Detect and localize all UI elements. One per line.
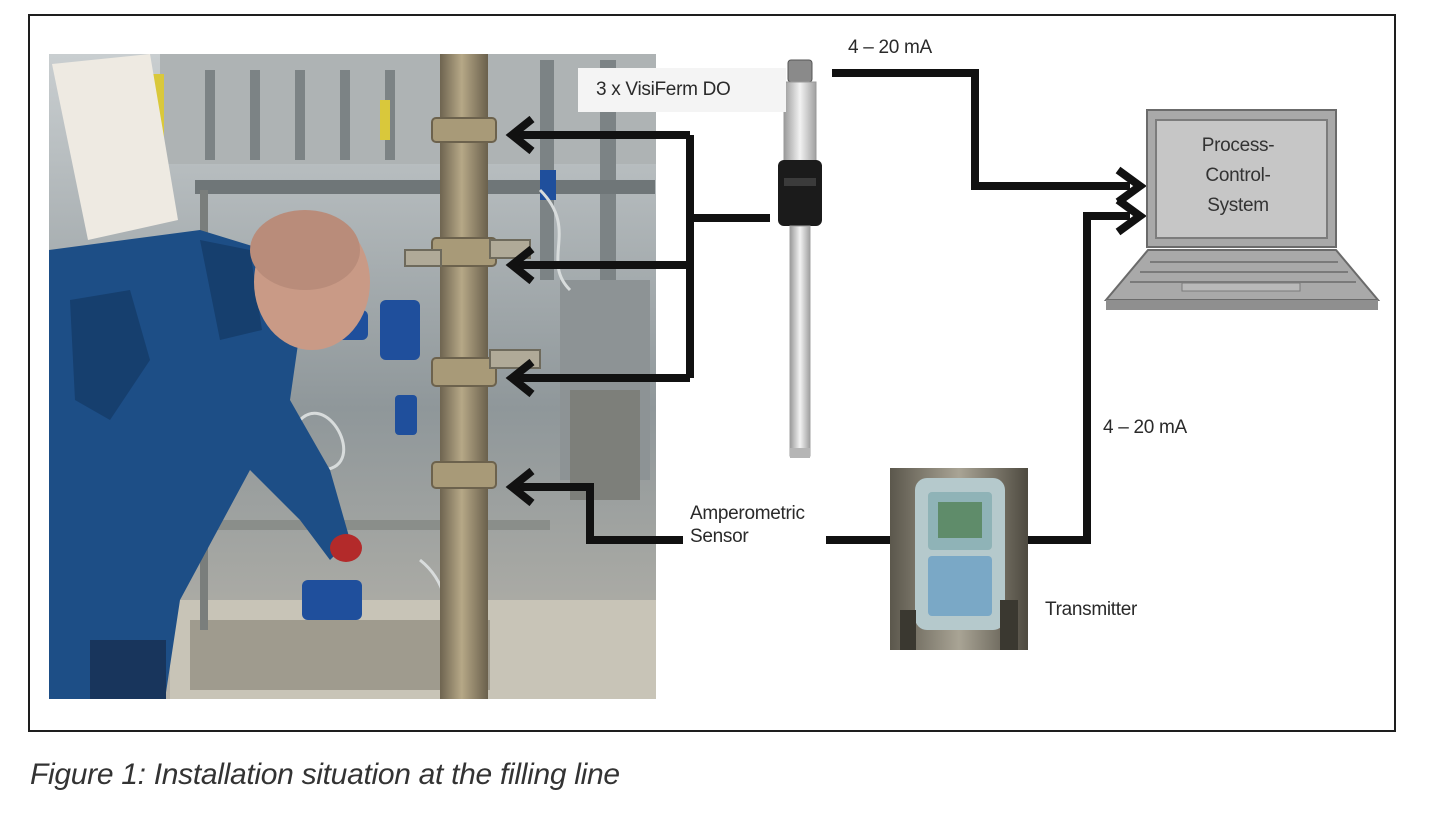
pcs-label-line2: Control- <box>1205 165 1271 186</box>
transmitter-label: Transmitter <box>1045 599 1138 620</box>
arrowhead-sensor-3 <box>505 358 535 398</box>
process-control-system-label: Process- Control- System <box>1158 131 1318 221</box>
amperometric-sensor-label: Amperometric Sensor <box>690 502 805 548</box>
arrowhead-pcs-top <box>1115 166 1147 206</box>
top-signal-label: 4 – 20 mA <box>848 37 932 58</box>
transmitter-signal-label: 4 – 20 mA <box>1103 417 1187 438</box>
amperometric-sensor-line <box>518 483 683 544</box>
installation-photo <box>49 54 656 699</box>
amperometric-label-line2: Sensor <box>690 526 749 547</box>
wiring <box>518 69 1130 544</box>
amperometric-label-line1: Amperometric <box>690 503 805 524</box>
arrowhead-sensor-1 <box>505 115 535 155</box>
arrowhead-sensor-2 <box>505 245 535 285</box>
arrowhead-amperometric <box>505 467 535 507</box>
pcs-label-line3: System <box>1207 195 1269 216</box>
transmitter-photo <box>890 468 1028 650</box>
transmitter-signal-line <box>1028 212 1130 544</box>
arrowhead-pcs-bottom <box>1115 196 1147 236</box>
process-control-laptop <box>1103 109 1381 310</box>
figure-caption: Figure 1: Installation situation at the … <box>30 758 620 791</box>
visiferm-probe <box>778 59 822 458</box>
visiferm-count-label: 3 x VisiFerm DO <box>578 68 786 112</box>
arrowheads <box>505 115 1147 507</box>
pcs-label-line1: Process- <box>1201 135 1275 156</box>
top-signal-line <box>832 69 1130 190</box>
